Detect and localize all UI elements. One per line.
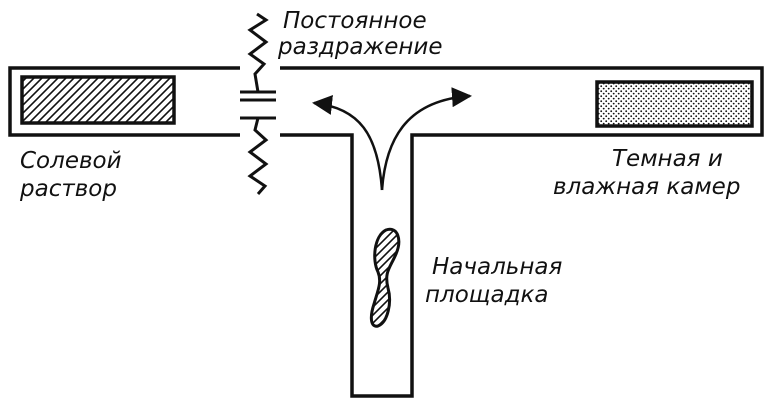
worm-icon (369, 227, 401, 328)
saline-label-line1: Солевой (20, 148, 122, 174)
dark-humid-chamber-box (595, 80, 754, 128)
stimulus-wire-bottom (247, 117, 269, 195)
left-choice-arrow (312, 95, 384, 191)
start-area-label-line1: Начальная (432, 254, 562, 280)
start-area-label-line2: площадка (425, 282, 548, 308)
t-maze-outline (8, 66, 764, 398)
right-choice-arrow (380, 87, 472, 191)
dark-chamber-label-line1: Темная и (612, 146, 723, 172)
saline-solution-box (20, 75, 176, 125)
saline-label-line2: раствор (19, 176, 117, 202)
stimulus-label-line1: Постоянное (283, 8, 427, 34)
stimulus-wire-top (247, 12, 269, 93)
stimulus-label-line2: раздражение (277, 34, 443, 60)
dark-chamber-label-line2: влажная камер (553, 174, 740, 200)
